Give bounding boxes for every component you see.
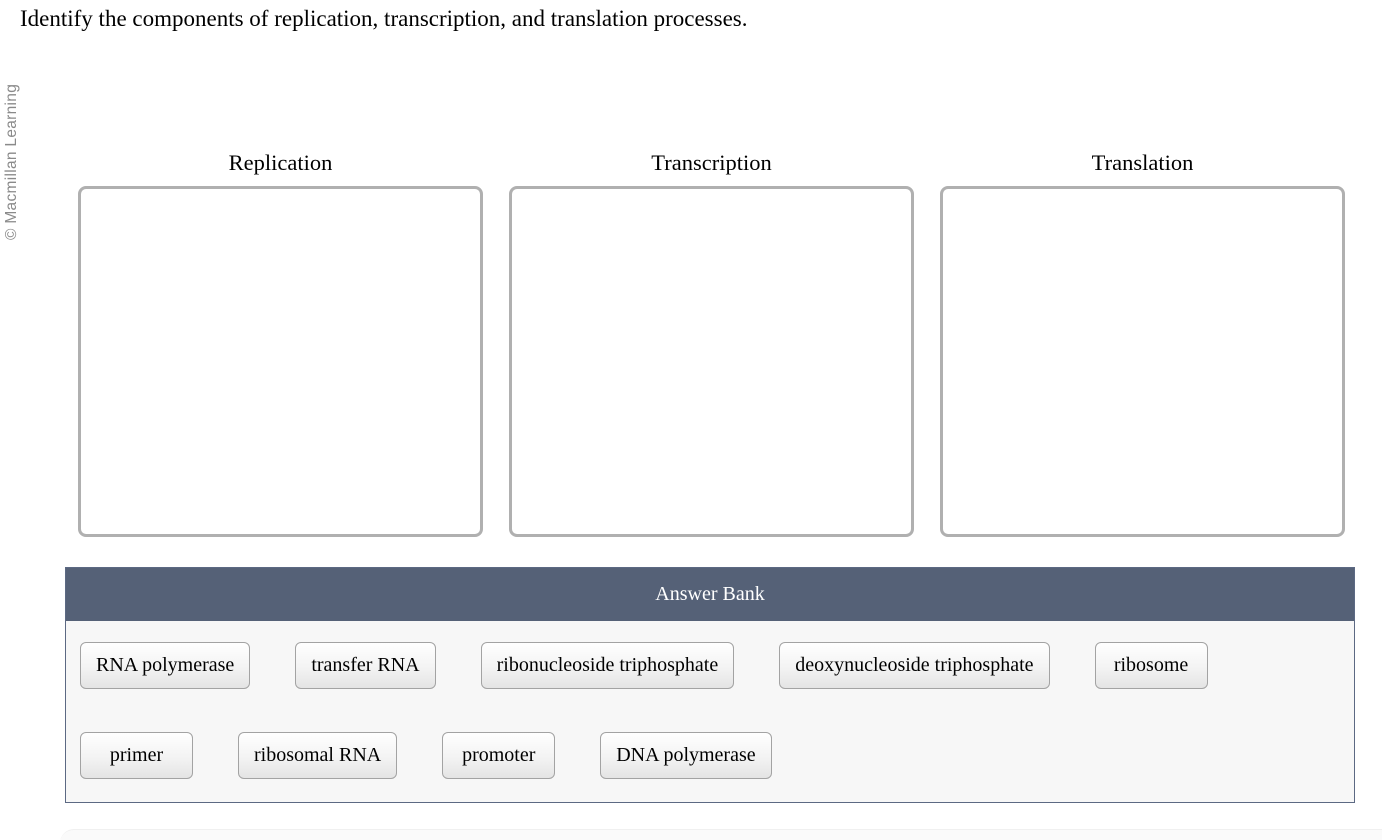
zone-column-translation: Translation: [940, 148, 1345, 537]
answer-bank: Answer Bank RNA polymerase transfer RNA …: [65, 567, 1355, 803]
zone-column-transcription: Transcription: [509, 148, 914, 537]
drop-zone-transcription[interactable]: [509, 186, 914, 537]
answer-chip-promoter[interactable]: promoter: [442, 732, 556, 779]
answer-chip-ribonucleoside-triphosphate[interactable]: ribonucleoside triphosphate: [480, 642, 735, 689]
zone-column-replication: Replication: [78, 148, 483, 537]
answer-chip-row-1: RNA polymerase transfer RNA ribonucleosi…: [80, 642, 1340, 689]
zone-label-transcription: Transcription: [651, 150, 772, 175]
answer-chip-ribosome[interactable]: ribosome: [1094, 642, 1208, 689]
question-prompt: Identify the components of replication, …: [20, 6, 748, 31]
answer-chip-rna-polymerase[interactable]: RNA polymerase: [80, 642, 251, 689]
answer-chip-primer[interactable]: primer: [80, 732, 193, 779]
answer-chip-dna-polymerase[interactable]: DNA polymerase: [600, 732, 772, 779]
answer-chip-deoxynucleoside-triphosphate[interactable]: deoxynucleoside triphosphate: [779, 642, 1050, 689]
footer-panel-edge: [60, 829, 1382, 840]
answer-chip-ribosomal-rna[interactable]: ribosomal RNA: [238, 732, 398, 779]
copyright-vertical-text: © Macmillan Learning: [3, 83, 20, 240]
zone-label-translation: Translation: [1091, 150, 1194, 175]
zone-label-replication: Replication: [228, 150, 333, 175]
answer-bank-body: RNA polymerase transfer RNA ribonucleosi…: [66, 621, 1354, 802]
drop-zone-translation[interactable]: [940, 186, 1345, 537]
drop-zone-replication[interactable]: [78, 186, 483, 537]
answer-bank-header: Answer Bank: [66, 568, 1354, 621]
drop-zones-container: Replication Transcription Translation: [78, 148, 1345, 537]
answer-chip-transfer-rna[interactable]: transfer RNA: [295, 642, 436, 689]
answer-chip-row-2: primer ribosomal RNA promoter DNA polyme…: [80, 732, 1340, 779]
